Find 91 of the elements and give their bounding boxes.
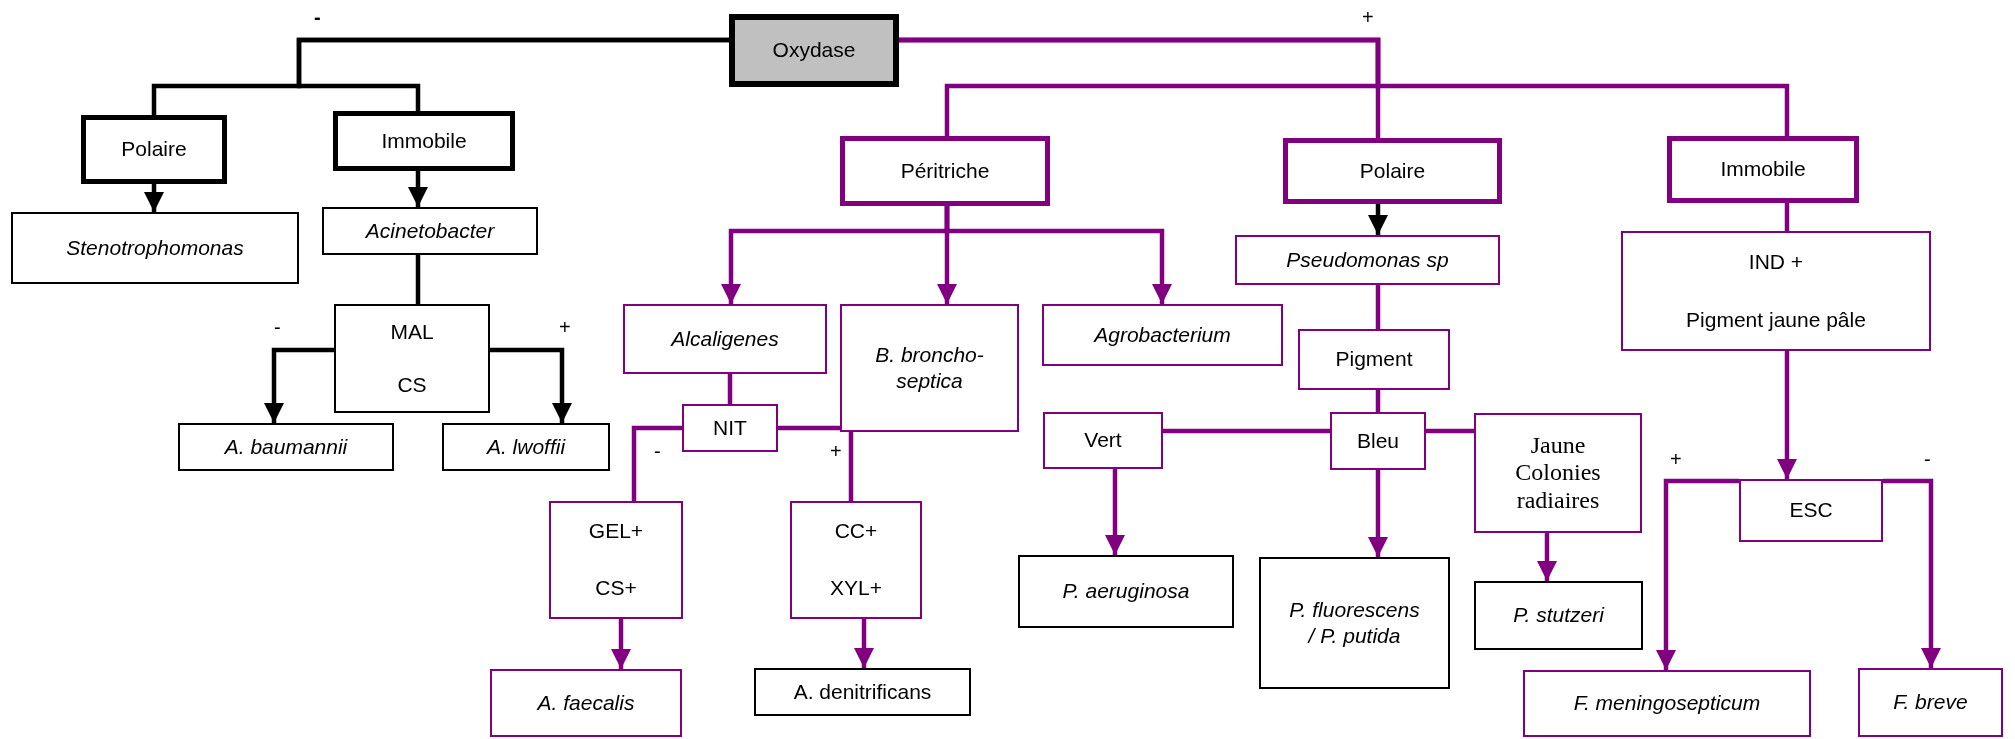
arrow xyxy=(144,184,164,212)
motility-box xyxy=(1283,138,1502,204)
arrow xyxy=(490,347,572,423)
species-box xyxy=(1018,555,1234,628)
connector-line xyxy=(778,425,854,501)
species-box xyxy=(1259,557,1450,689)
test-box xyxy=(682,404,778,452)
species-box xyxy=(1858,668,2003,737)
arrow xyxy=(1368,470,1388,557)
species-box xyxy=(1235,235,1500,285)
node-text: A. lwoffii xyxy=(486,433,566,460)
test-box xyxy=(1330,412,1426,470)
test-box xyxy=(549,501,683,619)
arrow xyxy=(264,347,334,423)
test-box xyxy=(754,668,971,716)
connector-line xyxy=(727,374,733,404)
node-text: Immobile xyxy=(381,127,467,154)
arrow xyxy=(1656,478,1739,670)
node-text: A. baumannii xyxy=(224,433,348,460)
node-text: Acinetobacter xyxy=(365,217,495,244)
node-text: B. broncho- septica xyxy=(874,341,985,394)
node-text: Stenotrophomonas xyxy=(66,234,244,261)
node-text: A. denitrificans xyxy=(793,678,932,705)
node-text: P. fluorescens / P. putida xyxy=(1289,596,1420,649)
node-text: ESC xyxy=(1789,497,1833,524)
test-box xyxy=(1474,413,1642,533)
connector-line xyxy=(1375,390,1381,412)
node-text: Agrobacterium xyxy=(1094,321,1231,348)
arrow xyxy=(1883,478,1941,668)
node-text: Péritriche xyxy=(900,157,990,184)
species-box xyxy=(1474,581,1643,650)
node-text: Polaire xyxy=(121,136,187,163)
species-box xyxy=(1042,304,1283,366)
node-text: F. meningosepticum xyxy=(1573,690,1761,717)
connector-line xyxy=(631,425,682,501)
motility-box xyxy=(1667,136,1859,203)
test-box xyxy=(1043,412,1163,469)
node-text: Vert xyxy=(1084,427,1122,454)
species-box xyxy=(178,423,394,471)
node-text: CS xyxy=(397,371,427,398)
connector-line xyxy=(296,37,729,111)
node-text: Pigment jaune pâle xyxy=(1686,306,1866,333)
connector-line xyxy=(1784,203,1790,231)
arrow xyxy=(611,619,631,669)
node-text: NIT xyxy=(713,414,747,441)
node-text: Pigment xyxy=(1335,346,1413,373)
node-text: Oxydase xyxy=(772,37,856,64)
species-box xyxy=(322,207,538,255)
connector-line xyxy=(415,255,421,304)
connector-line xyxy=(1375,285,1381,329)
node-text: IND + xyxy=(1748,248,1804,275)
node-text: CS+ xyxy=(595,575,637,602)
connector-line xyxy=(1163,428,1330,434)
node-text: Bleu xyxy=(1357,427,1399,454)
node-text: Jaune Colonies radiaires xyxy=(1514,431,1602,515)
test-box xyxy=(729,14,899,87)
test-box xyxy=(1298,329,1450,390)
node-text: XYL+ xyxy=(830,575,882,602)
species-box xyxy=(840,304,1019,432)
node-text: P. aeruginosa xyxy=(1062,578,1190,605)
motility-box xyxy=(840,136,1050,206)
arrow xyxy=(1777,351,1797,479)
node-text: MAL xyxy=(390,319,434,346)
arrow xyxy=(1105,469,1125,555)
connector-line xyxy=(1426,428,1474,434)
arrow xyxy=(408,171,428,207)
test-box xyxy=(334,304,490,413)
arrow xyxy=(1368,204,1388,235)
species-box xyxy=(490,669,682,737)
node-text: A. faecalis xyxy=(537,689,635,716)
test-box xyxy=(1739,479,1883,542)
arrow xyxy=(944,206,1172,304)
test-box xyxy=(790,501,922,619)
node-text: CC+ xyxy=(834,518,878,545)
arrow xyxy=(1537,533,1557,581)
node-text: Polaire xyxy=(1359,157,1426,184)
node-text: F. breve xyxy=(1893,689,1968,716)
species-box xyxy=(623,304,827,374)
node-text: Alcaligenes xyxy=(671,325,779,352)
species-box xyxy=(11,212,299,284)
connector-line xyxy=(899,37,1790,136)
motility-box xyxy=(333,111,515,171)
test-box xyxy=(1621,231,1931,351)
species-box xyxy=(442,423,610,471)
node-text: Pseudomonas sp xyxy=(1286,246,1449,273)
species-box xyxy=(1523,670,1811,737)
motility-box xyxy=(81,115,227,184)
arrow xyxy=(854,619,874,668)
node-text: P. stutzeri xyxy=(1513,602,1604,629)
node-text: GEL+ xyxy=(588,518,644,545)
node-text: Immobile xyxy=(1720,156,1806,183)
